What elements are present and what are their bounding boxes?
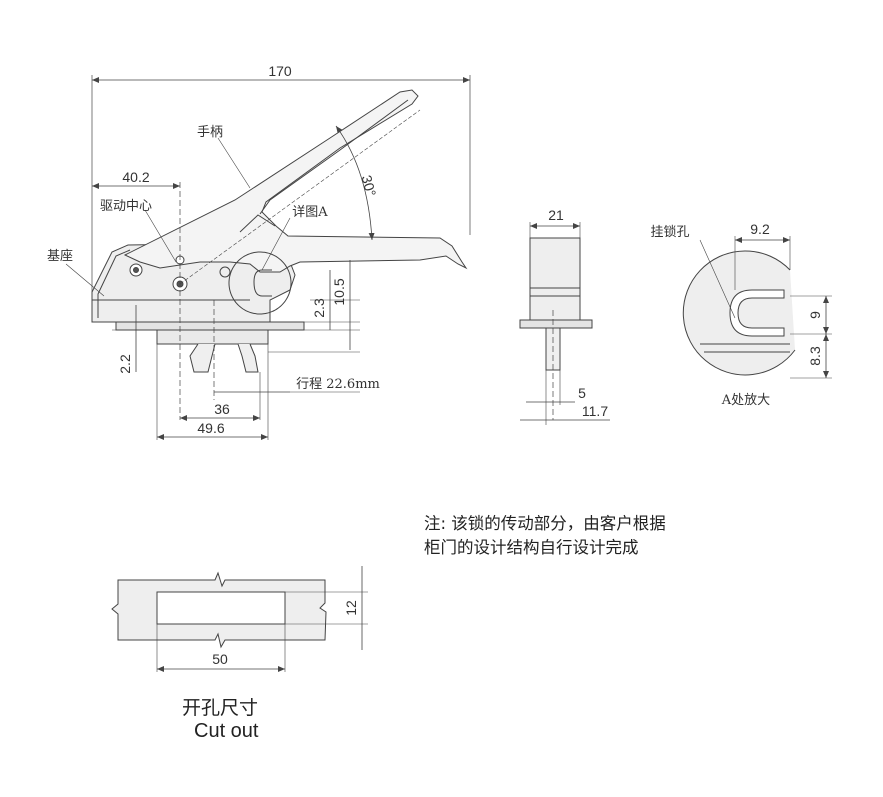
front-view — [65, 75, 471, 440]
cutout-title-en: Cut out — [194, 720, 259, 742]
dim-cut-height: 12 — [343, 600, 359, 616]
side-body — [529, 237, 581, 321]
label-drive-center: 驱动中心 — [100, 199, 152, 214]
padlock-hole-loop — [729, 289, 785, 337]
dim-36: 36 — [214, 401, 230, 417]
dim-cut-width: 50 — [212, 651, 228, 667]
dim-detail-8-3: 8.3 — [807, 346, 823, 366]
dim-2-2: 2.2 — [117, 354, 133, 374]
handle — [123, 89, 468, 273]
label-base: 基座 — [47, 249, 73, 264]
label-padlock-hole: 挂锁孔 — [650, 224, 689, 240]
dim-side-width: 21 — [548, 207, 564, 223]
wing-nut — [189, 343, 259, 373]
label-detail-a-enlarged: A处放大 — [721, 393, 770, 408]
mounting-flange — [115, 321, 305, 331]
cutout-view — [111, 566, 368, 672]
dim-side-5: 5 — [578, 385, 586, 401]
dim-49-6: 49.6 — [197, 420, 224, 436]
dim-angle: 30° — [358, 173, 379, 198]
housing-below-panel — [156, 329, 269, 345]
dim-10-5: 10.5 — [331, 278, 347, 305]
design-note: 注: 该锁的传动部分，由客户根据 柜门的设计结构自行设计完成 — [424, 512, 666, 560]
dim-travel: 行程 22.6mm — [296, 377, 380, 392]
label-detail-a: 详图A — [292, 205, 328, 220]
dim-overall-width: 170 — [268, 63, 292, 79]
dim-side-11-7: 11.7 — [582, 403, 608, 419]
cutout-hole — [156, 591, 286, 625]
dim-2-3: 2.3 — [311, 298, 327, 318]
note-line-1: 注: 该锁的传动部分，由客户根据 — [424, 514, 666, 533]
dim-detail-9: 9 — [807, 311, 823, 319]
detail-a-circle — [228, 251, 292, 315]
detail-a-view — [682, 236, 832, 379]
cutout-title-cn: 开孔尺寸 — [182, 697, 259, 719]
label-handle: 手柄 — [197, 125, 223, 140]
side-view — [519, 222, 610, 425]
note-line-2: 柜门的设计结构自行设计完成 — [424, 538, 639, 557]
dim-drive-center: 40.2 — [122, 169, 149, 185]
dim-detail-9-2: 9.2 — [750, 221, 770, 237]
